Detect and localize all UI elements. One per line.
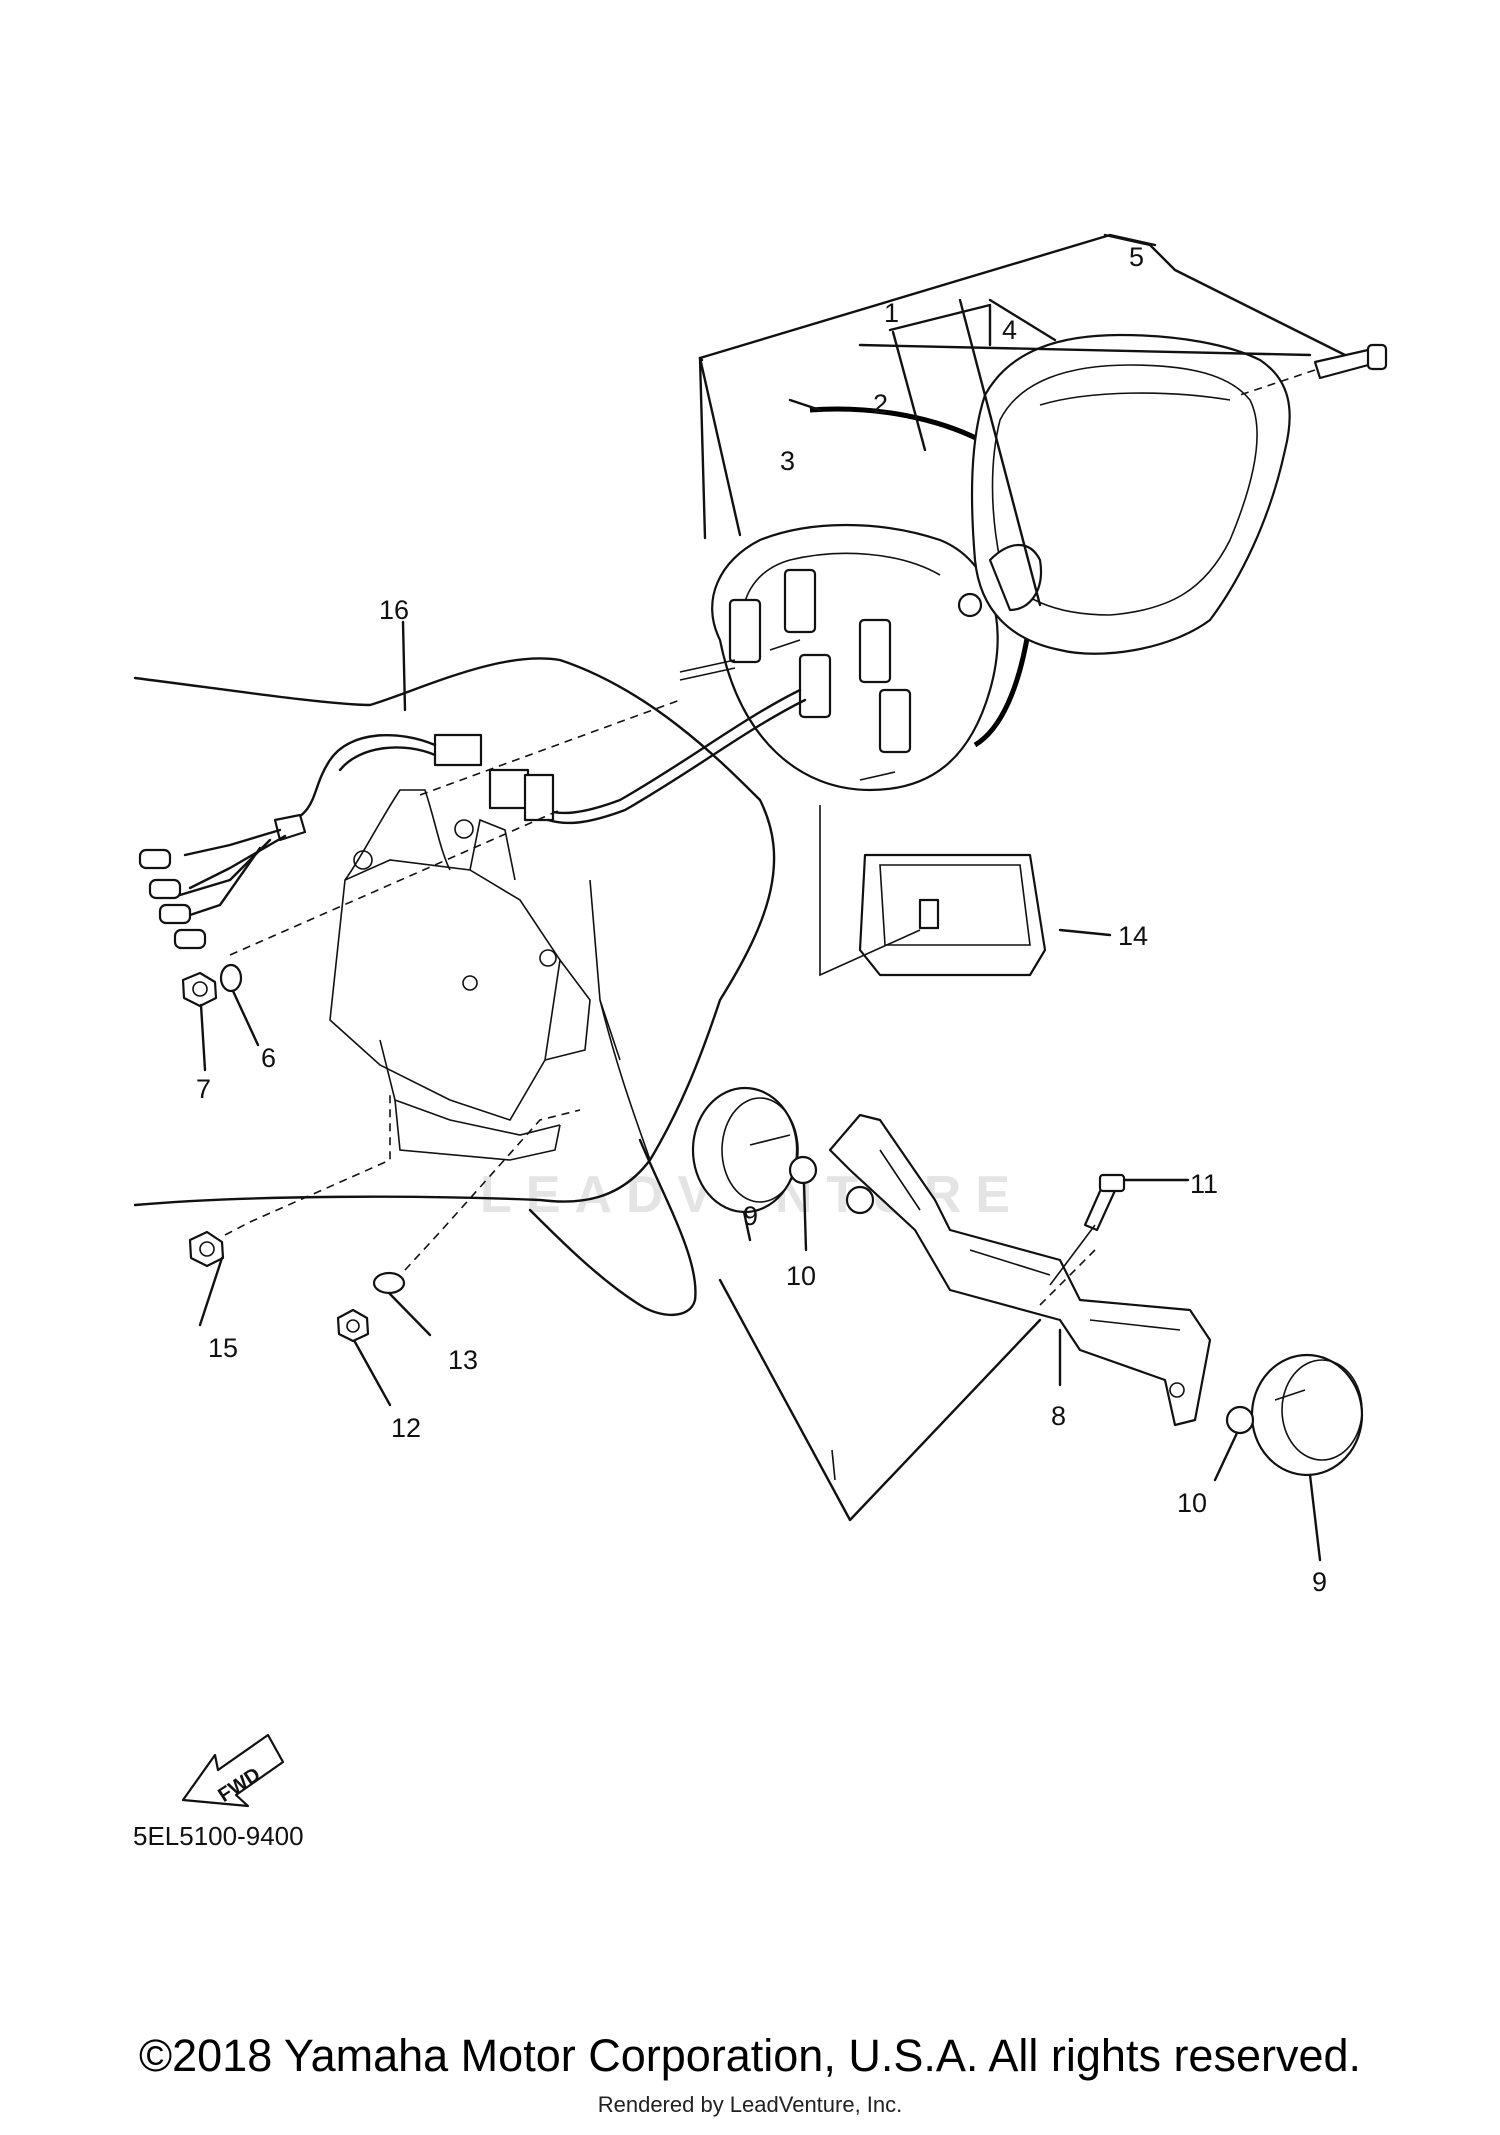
tail-light-lens	[970, 333, 1291, 655]
nut-12	[336, 1308, 370, 1343]
wire-harness	[138, 688, 807, 956]
part-label-6: 6	[261, 1043, 276, 1073]
part-label-2: 2	[873, 389, 888, 419]
part-label-1: 1	[884, 298, 899, 328]
leader-lines	[198, 233, 1347, 1562]
part-label-4: 4	[1002, 315, 1017, 345]
rendered-by-notice: Rendered by LeadVenture, Inc.	[597, 2092, 903, 2117]
part-label-15: 15	[208, 1333, 238, 1363]
part-label-7: 7	[196, 1074, 211, 1104]
part-label-9a: 9	[743, 1201, 758, 1231]
part-label-14: 14	[1118, 921, 1148, 951]
washer-6	[219, 963, 243, 993]
part-label-10b: 10	[1177, 1488, 1207, 1518]
rear-fender	[133, 657, 776, 1317]
washer-10a	[788, 1155, 818, 1185]
part-label-3: 3	[780, 446, 795, 476]
washer-10b	[1225, 1405, 1255, 1435]
washer-13	[372, 1271, 406, 1295]
part-label-5: 5	[1129, 242, 1144, 272]
part-label-10a: 10	[786, 1261, 816, 1291]
bracket	[828, 1113, 1212, 1427]
nut-7	[181, 971, 218, 1008]
copyright-notice: ©2018 Yamaha Motor Corporation, U.S.A. A…	[138, 2030, 1362, 2081]
part-label-16: 16	[379, 595, 409, 625]
reflector-left	[691, 1086, 799, 1214]
part-label-8: 8	[1051, 1401, 1066, 1431]
reflector-right	[1250, 1353, 1364, 1477]
tail-light-assembly	[679, 406, 1035, 792]
license-plate-light	[819, 805, 1047, 977]
screw-5	[1239, 343, 1388, 396]
diagram-code: 5EL5100-9400	[133, 1821, 304, 1851]
part-label-9b: 9	[1312, 1567, 1327, 1597]
bolt-11	[1049, 1173, 1126, 1286]
nut-15	[188, 1230, 225, 1268]
part-labels: 1 2 3 4 5 6 7 8 9 9 10 10 11 12 13 14 15…	[196, 242, 1327, 1597]
forward-arrow-icon: FWD	[181, 1733, 285, 1808]
part-label-13: 13	[448, 1345, 478, 1375]
part-label-12: 12	[391, 1413, 421, 1443]
part-label-11: 11	[1190, 1169, 1218, 1199]
